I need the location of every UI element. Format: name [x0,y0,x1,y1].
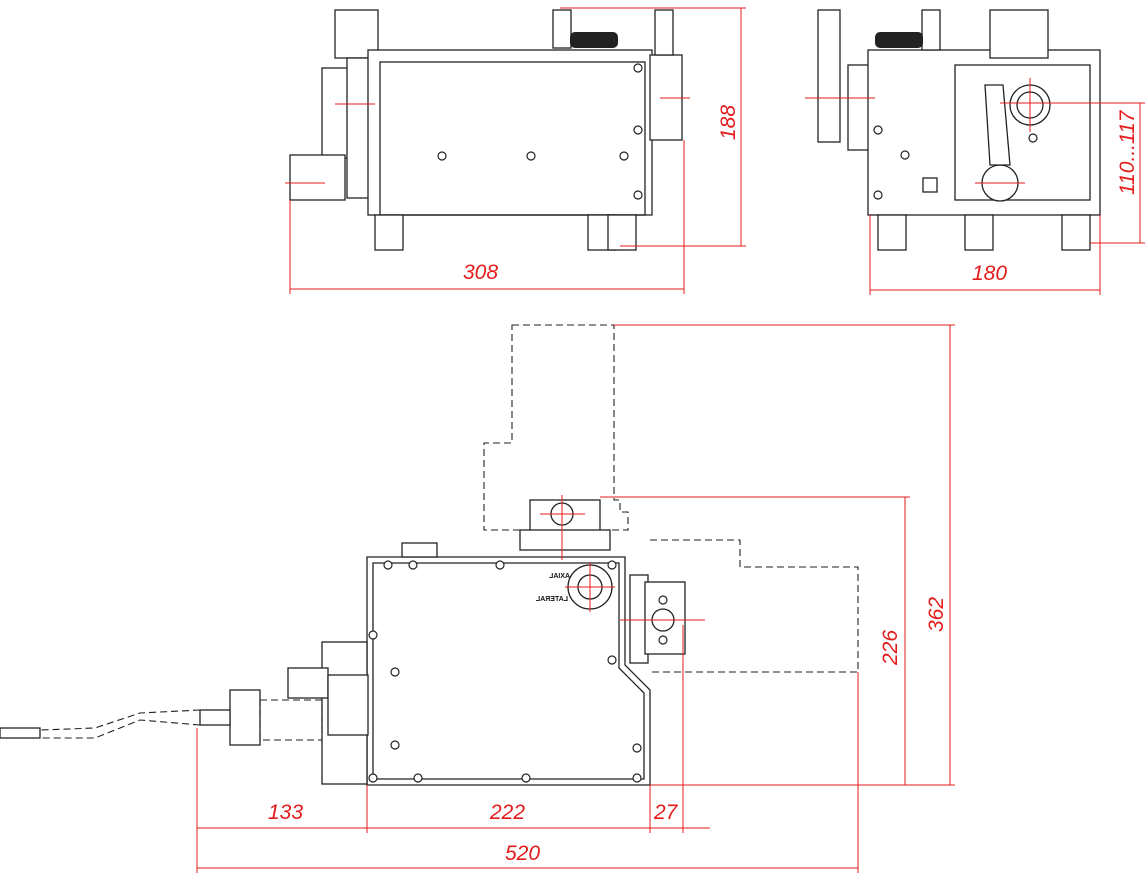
dimension-180: 180 [972,262,1007,285]
dimension-226: 226 [879,630,902,666]
side-view: 308 188 [285,7,746,294]
dimension-520: 520 [505,842,540,865]
dimension-222: 222 [489,801,525,824]
bolts [368,560,668,783]
top-view: AXIAL LATERAL 362 [0,324,955,873]
axial-label: AXIAL [548,573,570,580]
dimension-362: 362 [925,597,948,632]
dimension-188: 188 [717,105,740,140]
front-view: 180 110...117 [805,9,1145,295]
lateral-label: LATERAL [535,596,568,603]
dimension-308: 308 [463,261,498,284]
dimension-133: 133 [268,801,303,824]
dimension-27: 27 [653,801,679,824]
dimension-110-117: 110...117 [1116,109,1139,195]
